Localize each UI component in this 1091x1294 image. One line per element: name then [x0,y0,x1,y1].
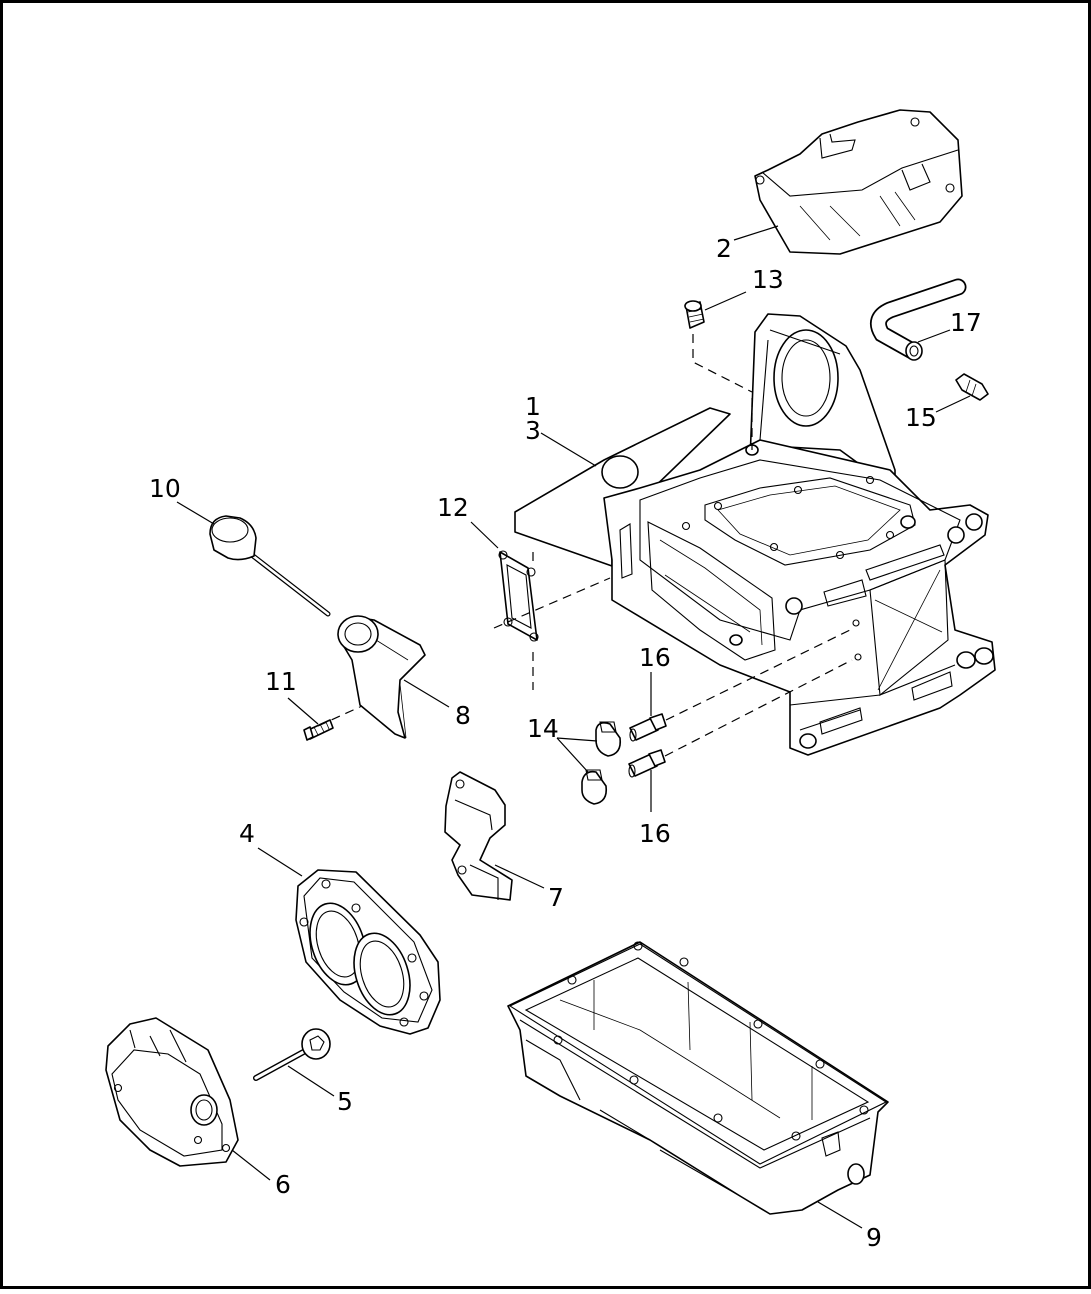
callout-16-lower: 16 [639,819,671,848]
fitting-part [955,373,989,401]
callout-15: 15 [905,403,937,432]
side-cover-part [105,1017,239,1167]
dipstick-part [209,515,331,617]
callout-12: 12 [437,493,469,522]
bracket-part [444,771,513,901]
callout-6: 6 [275,1170,291,1199]
shield-part [337,615,426,739]
plug-part [684,300,705,329]
callout-16-upper: 16 [639,643,671,672]
callout-17: 17 [950,308,982,337]
callout-1: 1 [525,392,541,421]
hose-fitting-upper-part [629,713,667,742]
callout-2: 2 [716,234,732,263]
callout-7: 7 [548,883,564,912]
hose-fitting-lower-part [628,749,666,778]
callout-5: 5 [337,1087,353,1116]
leader-lines [176,225,971,1229]
top-cover-part [754,109,963,255]
gasket-part [498,550,539,642]
callout-14: 14 [527,714,559,743]
callout-3: 3 [525,416,541,445]
hose-clamp-upper-part [595,721,622,757]
callout-labels: 2 13 17 15 1 3 12 10 11 8 16 14 16 7 4 5… [149,234,982,1252]
callout-10: 10 [149,474,181,503]
callout-8: 8 [455,701,471,730]
callout-9: 9 [866,1223,882,1252]
alignment-lines [317,334,853,757]
callout-4: 4 [239,819,255,848]
callout-13: 13 [752,265,784,294]
transmission-housing-part [514,313,996,756]
pin-part [253,1028,331,1081]
hose-clamp-lower-part [581,769,608,805]
bearing-plate-part [295,869,441,1035]
callout-11: 11 [265,667,297,696]
hose-part [869,278,967,361]
oil-pan-part [507,941,889,1215]
